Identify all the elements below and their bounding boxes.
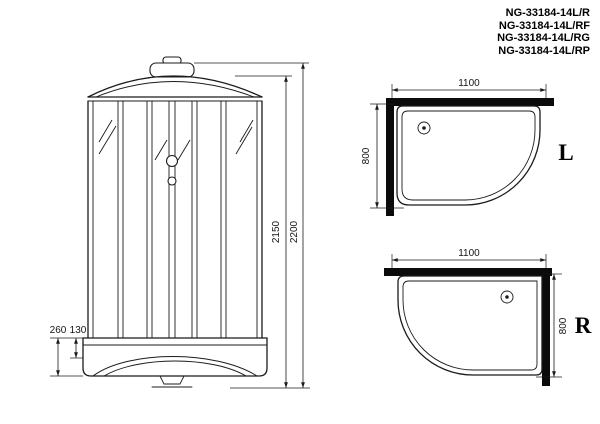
tray-outline-outer xyxy=(396,105,541,206)
dim-text-1100: 1100 xyxy=(458,78,480,89)
model-number: NG-33184-14L/RP xyxy=(498,44,590,57)
door-handle-icon xyxy=(167,176,177,186)
drain-icon-center xyxy=(505,295,509,299)
plan-view-left: 1100 800 L xyxy=(361,78,574,216)
height-dimensions: 2150 2200 xyxy=(194,62,310,389)
roof-arch-outer xyxy=(87,75,263,98)
base-skirt-arc xyxy=(92,356,258,377)
label-right-version: R xyxy=(575,313,592,338)
glass-hatch-mark xyxy=(98,125,117,155)
roof-cap xyxy=(149,62,195,78)
tray-outline-inner xyxy=(401,110,536,201)
roof-arch-inner xyxy=(95,81,255,98)
tray-outline-outer xyxy=(397,275,543,376)
label-left-version: L xyxy=(558,140,573,165)
dim-text-260: 260 xyxy=(50,325,67,336)
model-number: NG-33184-14L/RG xyxy=(497,32,590,44)
dim-text-800: 800 xyxy=(361,147,372,164)
base-outline xyxy=(82,337,268,377)
model-number: NG-33184-14L/RF xyxy=(498,19,590,32)
drain-icon xyxy=(500,290,514,304)
dim-text-2150: 2150 xyxy=(271,220,282,243)
model-numbers: NG-33184-14L/R NG-33184-14L/RF NG-33184-… xyxy=(497,7,590,57)
drain-icon xyxy=(417,121,431,135)
tray-outline-inner xyxy=(402,280,538,371)
glass-hatch-mark xyxy=(239,119,254,143)
base-dimensions: 260 130 xyxy=(50,325,87,377)
plan-view-right: 1100 800 R xyxy=(384,248,592,386)
glass-hatch-mark xyxy=(235,126,253,155)
glass-hatch-mark xyxy=(177,139,191,161)
dim-text-1100: 1100 xyxy=(458,248,480,259)
wall-side-left xyxy=(386,98,394,216)
wall-back xyxy=(384,268,552,276)
body-frame-lines xyxy=(87,100,263,339)
door-handle-icon xyxy=(165,154,179,168)
glass-hatch-mark xyxy=(154,139,168,161)
drain-icon-center xyxy=(422,126,426,130)
dim-text-130: 130 xyxy=(70,325,87,336)
base-skirt-arc-2 xyxy=(103,360,247,377)
wall-side-right xyxy=(542,268,550,386)
wall-back xyxy=(386,98,554,106)
dim-text-2200: 2200 xyxy=(289,220,300,243)
glass-hatches xyxy=(98,119,254,161)
front-view: 260 130 2150 2200 xyxy=(50,56,310,389)
glass-hatch-mark xyxy=(98,119,113,143)
model-number: NG-33184-14L/R xyxy=(505,7,590,19)
drain-fitting xyxy=(159,375,185,385)
dim-text-800: 800 xyxy=(558,317,569,334)
